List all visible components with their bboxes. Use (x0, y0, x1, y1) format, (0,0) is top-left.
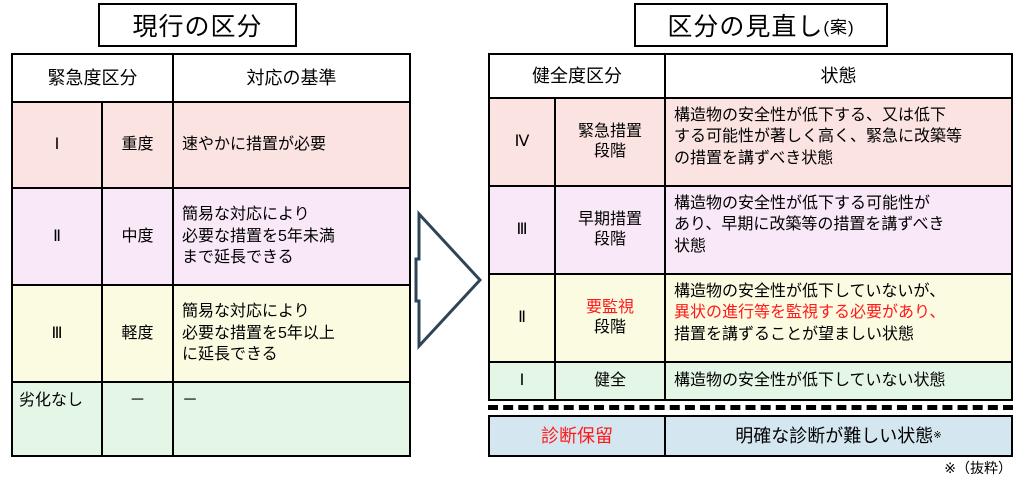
table-row: Ⅰ 健全 構造物の安全性が低下していない状態 (490, 363, 1011, 399)
row-criteria: 簡易な対応により 必要な措置を5年以上 に延長できる (174, 286, 409, 381)
state-line: 構造物の安全性が低下していない状態 (674, 372, 946, 390)
table-row: Ⅲ 早期措置 段階 構造物の安全性が低下する可能性が あり、早期に改築等の措置を… (490, 187, 1011, 275)
dashed-divider (488, 405, 1013, 410)
row-criteria: 速やかに措置が必要 (174, 103, 409, 187)
stage-line: 緊急措置 (577, 122, 642, 140)
table-header-row: 緊急度区分 対応の基準 (13, 55, 409, 103)
criteria-line: 速やかに措置が必要 (182, 136, 327, 154)
left-panel-title-text: 現行の区分 (132, 13, 263, 41)
row-criteria: － (182, 392, 199, 409)
footnote-text: ※（抜粋） (944, 460, 1012, 476)
state-line: の措置を講ずべき状態 (674, 149, 834, 167)
table-row: 劣化なし － － (13, 383, 409, 455)
row-state: 構造物の安全性が低下していない状態 (666, 363, 1011, 399)
stage-line: 段階 (593, 143, 626, 160)
header-response-criteria: 対応の基準 (174, 55, 409, 101)
stage-line: 段階 (593, 231, 626, 248)
row-state: 構造物の安全性が低下していないが、 異状の進行等を監視する必要があり、 措置を講… (666, 275, 1011, 361)
stage-line: 早期措置 (577, 210, 642, 228)
revised-classification-table: 健全度区分 状態 Ⅳ 緊急措置 段階 構造物の安全性が低下する、又は低下 する可… (488, 53, 1013, 401)
right-panel-title: 区分の見直し(案) (634, 3, 888, 47)
row-state: 構造物の安全性が低下する、又は低下 する可能性が著しく高く、緊急に改築等 の措置… (666, 99, 1011, 185)
table-row: Ⅳ 緊急措置 段階 構造物の安全性が低下する、又は低下 する可能性が著しく高く、… (490, 99, 1011, 187)
header-state: 状態 (666, 55, 1011, 97)
criteria-line: 簡易な対応により (182, 206, 310, 224)
stage-line-highlighted: 要監視 (585, 298, 634, 316)
state-line: 状態 (674, 237, 707, 255)
row-state: 構造物の安全性が低下する可能性が あり、早期に改築等の措置を講ずべき 状態 (666, 187, 1011, 273)
table-row: Ⅰ 重度 速やかに措置が必要 (13, 103, 409, 189)
header-urgency-category: 緊急度区分 (13, 55, 174, 101)
state-line-highlighted: 異状の進行等を監視する必要があり、 (674, 304, 946, 322)
state-line: 構造物の安全性が低下する、又は低下 (674, 107, 947, 124)
table-row: 診断保留 明確な診断が難しい状態※ (490, 417, 1011, 455)
row-stage: 健全 (556, 363, 666, 399)
table-row: Ⅲ 軽度 簡易な対応により 必要な措置を5年以上 に延長できる (13, 286, 409, 383)
stage-line: 段階 (593, 319, 626, 336)
row-rank: 劣化なし (13, 383, 103, 455)
row-rank: Ⅳ (490, 99, 556, 185)
state-line: する可能性が著しく高く、緊急に改築等 (674, 128, 963, 146)
row-stage: 緊急措置 段階 (556, 99, 666, 185)
criteria-line: 簡易な対応により (182, 303, 310, 321)
current-classification-table: 緊急度区分 対応の基準 Ⅰ 重度 速やかに措置が必要 Ⅱ 中度 簡易な対応により… (11, 53, 411, 457)
header-soundness-category: 健全度区分 (490, 55, 666, 97)
table-header-row: 健全度区分 状態 (490, 55, 1011, 99)
row-rank: Ⅰ (13, 103, 103, 187)
row-degree: － (103, 383, 174, 455)
criteria-line: 必要な措置を5年未満 (182, 227, 335, 245)
stage-line: 健全 (593, 371, 626, 389)
criteria-line: まで延長できる (182, 249, 294, 267)
table-row: Ⅱ 中度 簡易な対応により 必要な措置を5年未満 まで延長できる (13, 189, 409, 286)
left-panel-title: 現行の区分 (98, 3, 297, 47)
row-rank: Ⅱ (13, 189, 103, 284)
right-panel-title-text: 区分の見直し (667, 13, 824, 41)
row-stage: 要監視 段階 (556, 275, 666, 361)
pending-diagnosis-table: 診断保留 明確な診断が難しい状態※ (488, 415, 1013, 457)
reference-mark: ※ (933, 430, 942, 442)
table-row: Ⅱ 要監視 段階 構造物の安全性が低下していないが、 異状の進行等を監視する必要… (490, 275, 1011, 363)
pending-state-text: 明確な診断が難しい状態 (735, 425, 934, 446)
pending-label: 診断保留 (490, 417, 666, 455)
row-degree: 軽度 (103, 286, 174, 381)
right-panel-title-suffix: (案) (823, 17, 855, 37)
row-stage: 早期措置 段階 (556, 187, 666, 273)
row-rank: Ⅱ (490, 275, 556, 361)
row-rank: Ⅲ (13, 286, 103, 381)
state-line: あり、早期に改築等の措置を講ずべき (674, 216, 945, 234)
state-line: 構造物の安全性が低下する可能性が (674, 195, 931, 212)
row-rank: Ⅲ (490, 187, 556, 273)
state-line: 構造物の安全性が低下していないが、 (674, 283, 946, 300)
row-rank: Ⅰ (490, 363, 556, 399)
state-line: 措置を講ずることが望ましい状態 (674, 325, 915, 343)
row-criteria: 簡易な対応により 必要な措置を5年未満 まで延長できる (174, 189, 409, 284)
pending-state: 明確な診断が難しい状態※ (666, 417, 1011, 455)
row-degree: 重度 (103, 103, 174, 187)
criteria-line: に延長できる (182, 346, 278, 364)
rightward-block-arrow-icon (414, 172, 483, 388)
row-degree: 中度 (103, 189, 174, 284)
criteria-line: 必要な措置を5年以上 (182, 324, 335, 342)
